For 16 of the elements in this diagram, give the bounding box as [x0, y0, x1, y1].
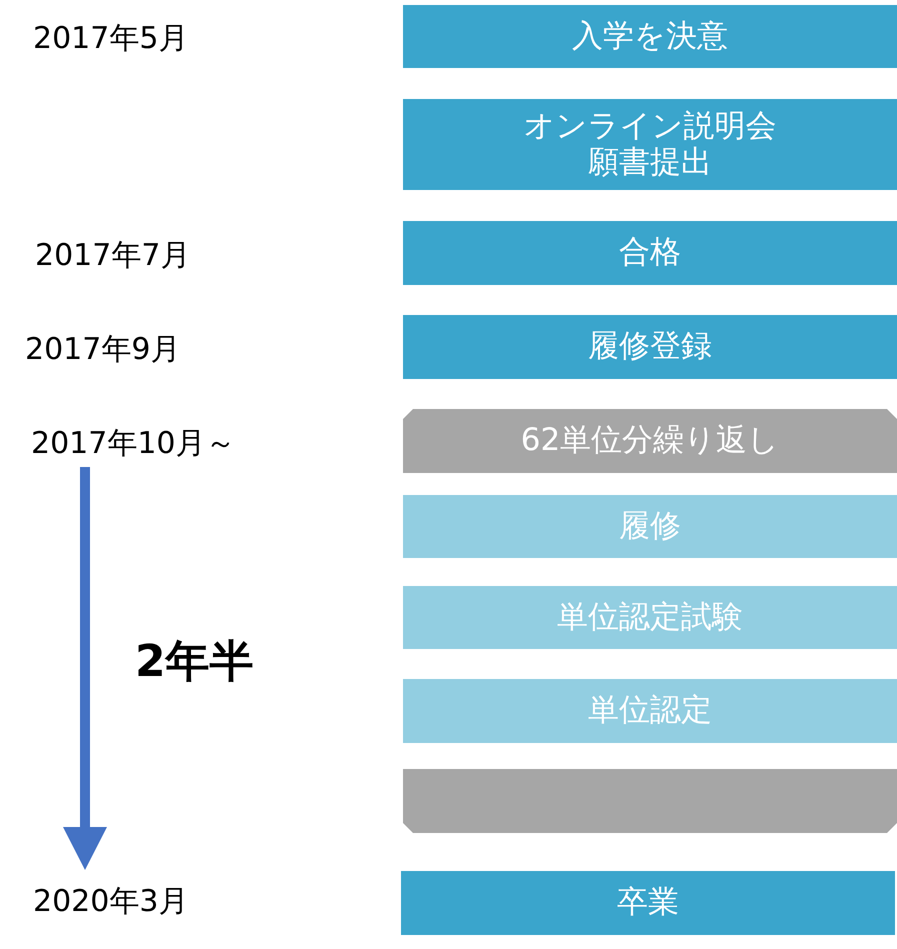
process-box: 履修	[403, 495, 897, 558]
date-label: 2017年7月	[35, 237, 190, 275]
date-label: 2017年10月～	[31, 425, 236, 463]
process-box: オンライン説明会願書提出	[403, 99, 897, 190]
date-label: 2020年3月	[33, 883, 188, 921]
date-label: 2017年9月	[25, 331, 180, 369]
process-box: 履修登録	[403, 315, 897, 379]
duration-label: 2年半	[135, 635, 254, 689]
loop-start-box: 62単位分繰り返し	[403, 409, 897, 473]
process-box: 卒業	[401, 871, 895, 935]
process-box: 入学を決意	[403, 5, 897, 68]
process-box: 単位認定	[403, 679, 897, 743]
date-label: 2017年5月	[33, 20, 188, 58]
process-box: 合格	[403, 221, 897, 285]
process-box: 単位認定試験	[403, 586, 897, 649]
loop-end-box	[403, 769, 897, 833]
